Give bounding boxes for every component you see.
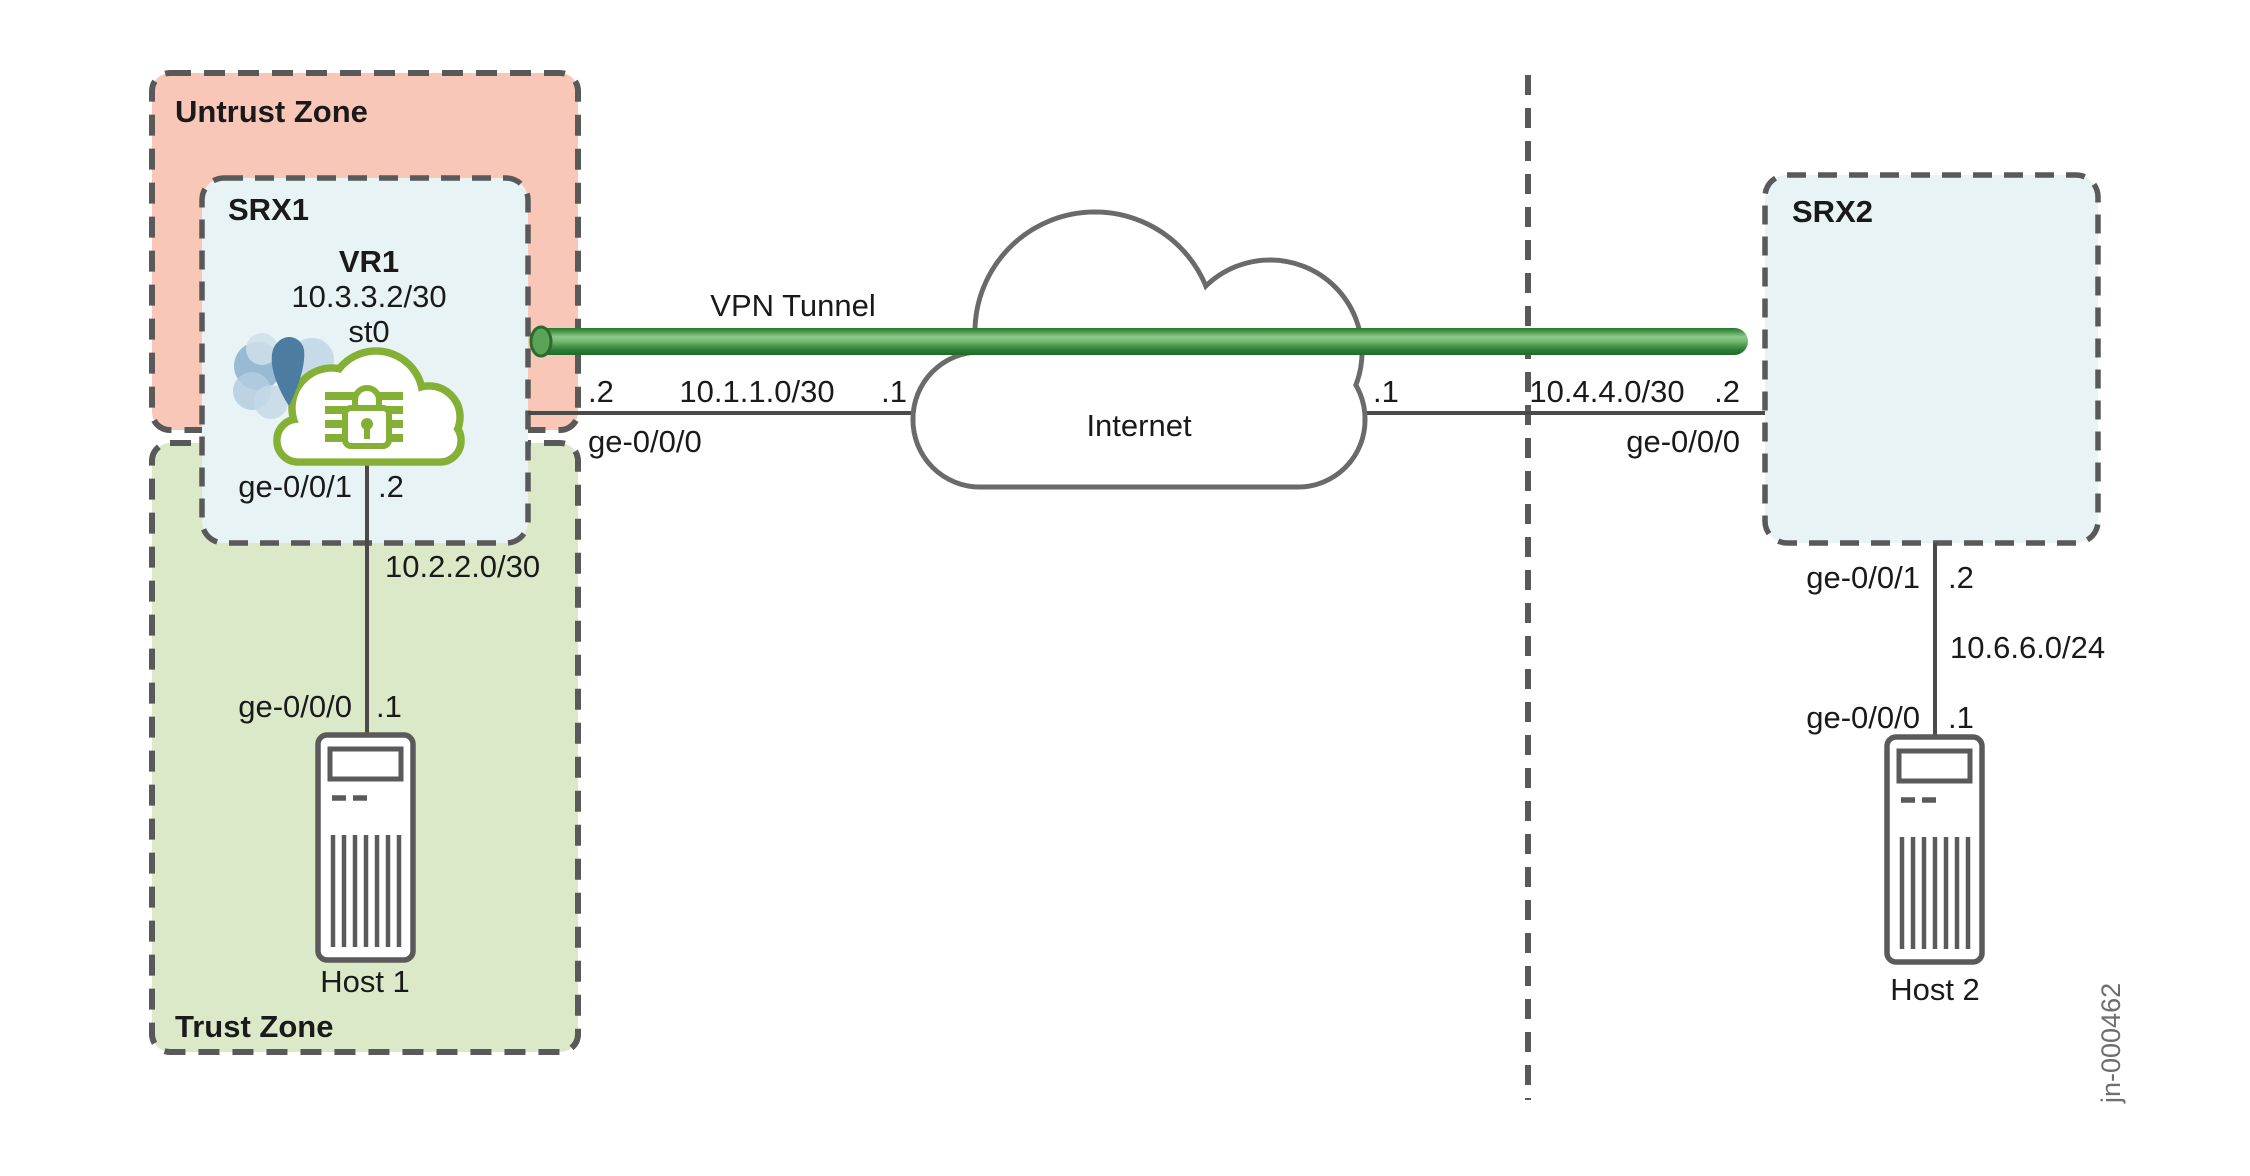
srx2-lan-interface-label: ge-0/0/1: [1806, 560, 1920, 595]
host2-server-icon: [1887, 737, 1982, 962]
host1-server-icon: [318, 735, 413, 960]
host1-interface-label: ge-0/0/0: [238, 689, 352, 724]
srx1-label: SRX1: [228, 192, 309, 227]
srx1-wan-subnet-label: 10.1.1.0/30: [679, 374, 834, 409]
vpn-tunnel-label: VPN Tunnel: [710, 288, 875, 323]
left-lan-subnet-label: 10.2.2.0/30: [385, 549, 540, 584]
srx2-lan-end-label: .2: [1948, 560, 1974, 595]
internet-label: Internet: [1086, 408, 1192, 443]
host2-interface-label: ge-0/0/0: [1806, 700, 1920, 735]
figure-id-label: jn-000462: [2096, 983, 2126, 1104]
srx1-wan-far-end-label: .1: [881, 374, 907, 409]
junos-flower-dark-petal: [271, 337, 305, 406]
host2-label: Host 2: [1890, 972, 1980, 1007]
host1-label: Host 1: [320, 964, 410, 999]
secure-tunnel-cloud-icon: [271, 337, 465, 466]
vpn-tunnel-pipe: [529, 325, 1748, 358]
srx1-st0-label: st0: [348, 314, 389, 349]
srx1-vr-ip-label: 10.3.3.2/30: [291, 279, 446, 314]
right-lan-subnet-label: 10.6.6.0/24: [1950, 630, 2105, 665]
srx1-wan-interface-label: ge-0/0/0: [588, 424, 702, 459]
vpn-tunnel-pipe-opening: [529, 325, 553, 358]
srx2-wan-far-end-label: .2: [1714, 374, 1740, 409]
srx1-lan-interface-label: ge-0/0/1: [238, 469, 352, 504]
srx2-wan-near-end-label: .1: [1373, 374, 1399, 409]
lock-icon: [342, 385, 392, 449]
host1-end-label: .1: [376, 689, 402, 724]
trust-zone-label: Trust Zone: [175, 1009, 333, 1044]
srx1-vr-label: VR1: [339, 244, 399, 279]
srx1-lan-end-label: .2: [378, 469, 404, 504]
untrust-zone-label: Untrust Zone: [175, 94, 368, 129]
srx2-label: SRX2: [1792, 194, 1873, 229]
host2-end-label: .1: [1948, 700, 1974, 735]
srx2-wan-subnet-label: 10.4.4.0/30: [1529, 374, 1684, 409]
srx2-wan-interface-label: ge-0/0/0: [1626, 424, 1740, 459]
srx2-box: [1762, 172, 2101, 546]
srx1-wan-near-end-label: .2: [588, 374, 614, 409]
